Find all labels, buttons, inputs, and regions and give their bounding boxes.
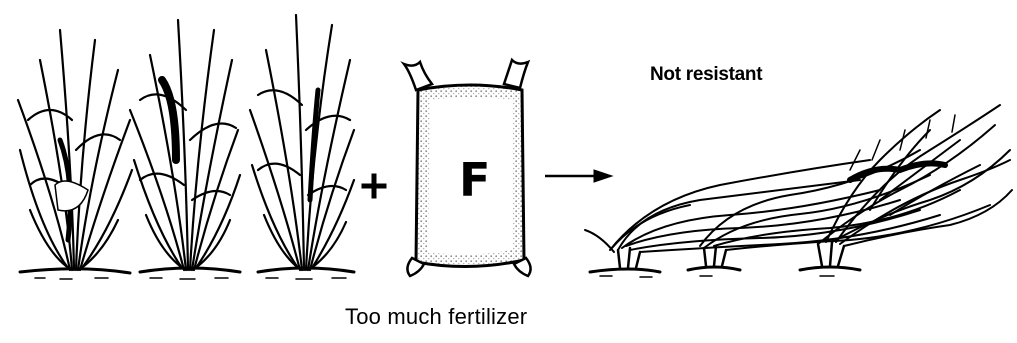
not-resistant-label: Not resistant [650, 64, 762, 86]
bag-letter-label: F [459, 153, 490, 207]
plus-sign [364, 176, 384, 196]
rice-plant-icon [250, 15, 354, 279]
too-much-fertilizer-label: Too much fertilizer [345, 304, 527, 330]
arrow-right-icon [545, 170, 612, 182]
rice-plant-icon [18, 30, 132, 279]
rice-plant-icon [130, 20, 240, 279]
lodged-rice-plants-icon [585, 105, 1012, 277]
